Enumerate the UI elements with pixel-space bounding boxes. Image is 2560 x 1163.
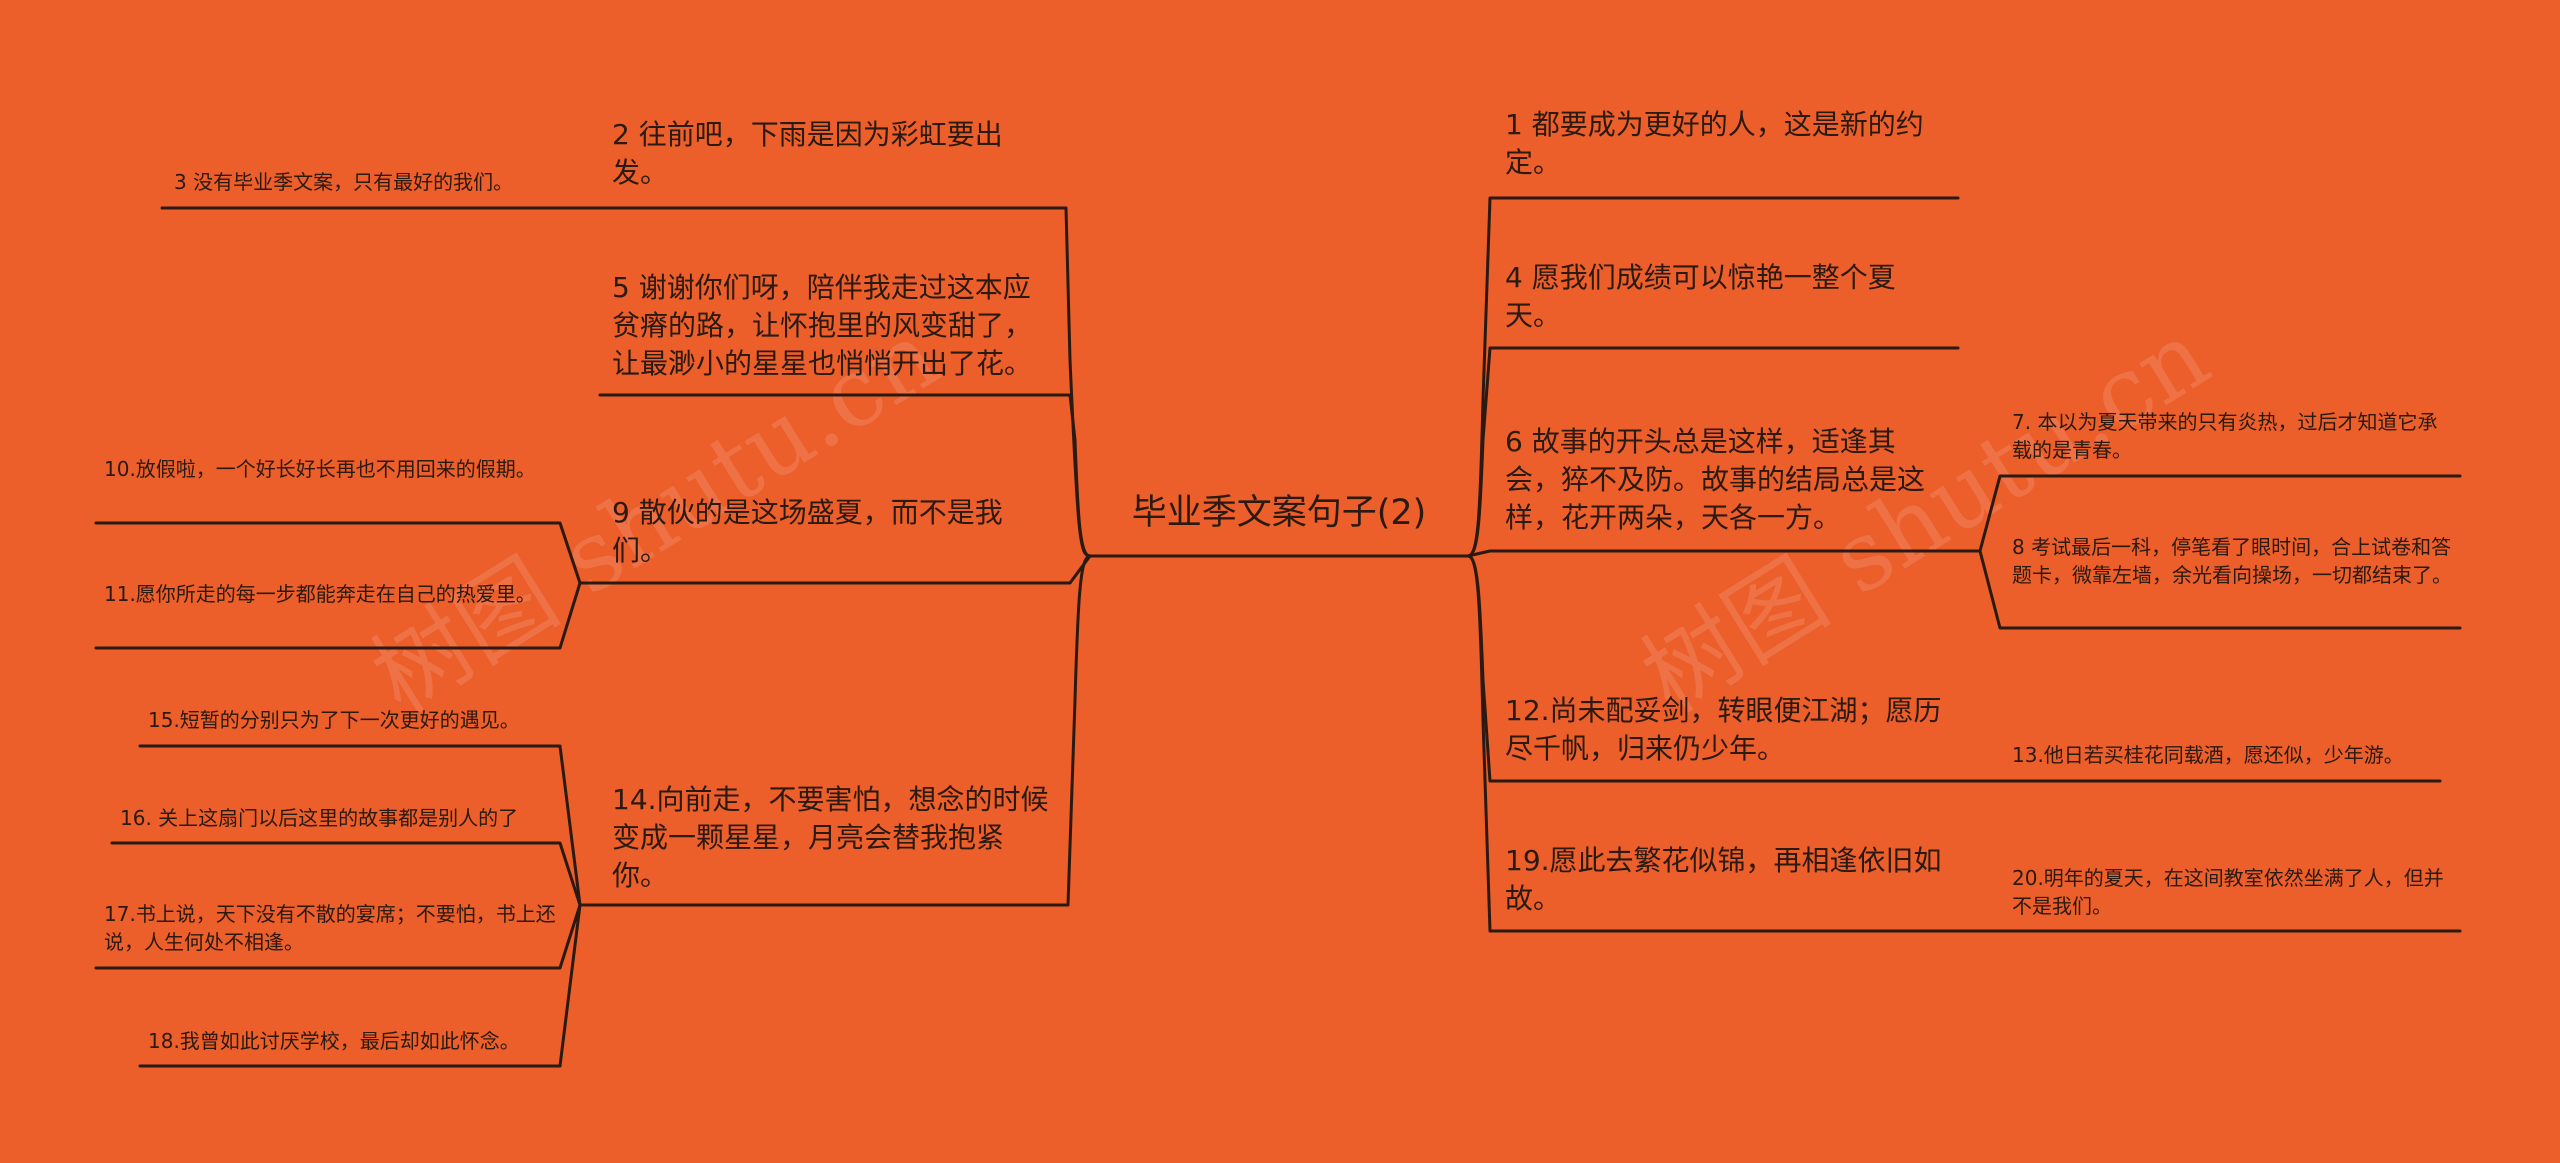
- leaf-left-18: 18.我曾如此讨厌学校，最后却如此怀念。: [148, 1029, 520, 1053]
- connector-left-16: [110, 841, 582, 907]
- leaf-left-10: 10.放假啦，一个好长好长再也不用回来的假期。: [104, 457, 536, 481]
- connector-right-7: [1978, 474, 2462, 553]
- leaf-left-11: 11.愿你所走的每一步都能奔走在自己的热爱里。: [104, 582, 536, 606]
- connector-right-6: [1466, 549, 1982, 558]
- branch-right-6: 6 故事的开头总是这样，适逢其会，猝不及防。故事的结局总是这样，花开两朵，天各一…: [1505, 425, 1926, 534]
- branch-left-14: 14.向前走，不要害怕，想念的时候变成一颗星星，月亮会替我抱紧你。: [612, 783, 1049, 892]
- connector-left-11: [94, 581, 582, 650]
- leaf-right-13: 13.他日若买桂花同载酒，愿还似，少年游。: [2012, 743, 2404, 767]
- branch-left-9: 9 散伙的是这场盛夏，而不是我们。: [612, 496, 1003, 567]
- connector-right-19: [1466, 554, 2462, 933]
- connector-left-15: [138, 744, 582, 907]
- leaf-left-3: 3 没有毕业季文案，只有最好的我们。: [174, 170, 514, 194]
- connector-left-18: [138, 903, 582, 1068]
- leaf-left-15: 15.短暂的分别只为了下一次更好的遇见。: [148, 708, 520, 732]
- leaf-right-7: 7. 本以为夏天带来的只有炎热，过后才知道它承载的是青春。: [2012, 410, 2438, 462]
- connector-left-5: [598, 393, 1092, 558]
- leaf-right-8: 8 考试最后一科，停笔看了眼时间，合上试卷和答题卡，微靠左墙，余光看向操场，一切…: [2012, 535, 2452, 587]
- center-topic: 毕业季文案句子(2): [1131, 493, 1427, 533]
- branch-right-4: 4 愿我们成绩可以惊艳一整个夏天。: [1505, 261, 1896, 332]
- branch-right-12: 12.尚未配妥剑，转眼便江湖；愿历尽千帆，归来仍少年。: [1505, 694, 1942, 765]
- branch-right-19: 19.愿此去繁花似锦，再相逢依旧如故。: [1505, 844, 1942, 915]
- leaf-left-17: 17.书上说，天下没有不散的宴席；不要怕，书上还说，人生何处不相逢。: [104, 902, 556, 954]
- branch-left-5: 5 谢谢你们呀，陪伴我走过这本应贫瘠的路，让怀抱里的风变甜了，让最渺小的星星也悄…: [612, 271, 1033, 380]
- leaf-left-16: 16. 关上这扇门以后这里的故事都是别人的了: [120, 806, 519, 830]
- branch-right-1: 1 都要成为更好的人，这是新的约定。: [1505, 108, 1924, 179]
- branch-left-2: 2 往前吧，下雨是因为彩虹要出发。: [612, 118, 1003, 189]
- leaf-right-20: 20.明年的夏天，在这间教室依然坐满了人，但并不是我们。: [2012, 866, 2444, 918]
- connector-left-14: [578, 554, 1092, 907]
- connector-right-8: [1978, 549, 2462, 630]
- connector-left-17: [94, 903, 582, 970]
- connector-left-10: [94, 521, 582, 585]
